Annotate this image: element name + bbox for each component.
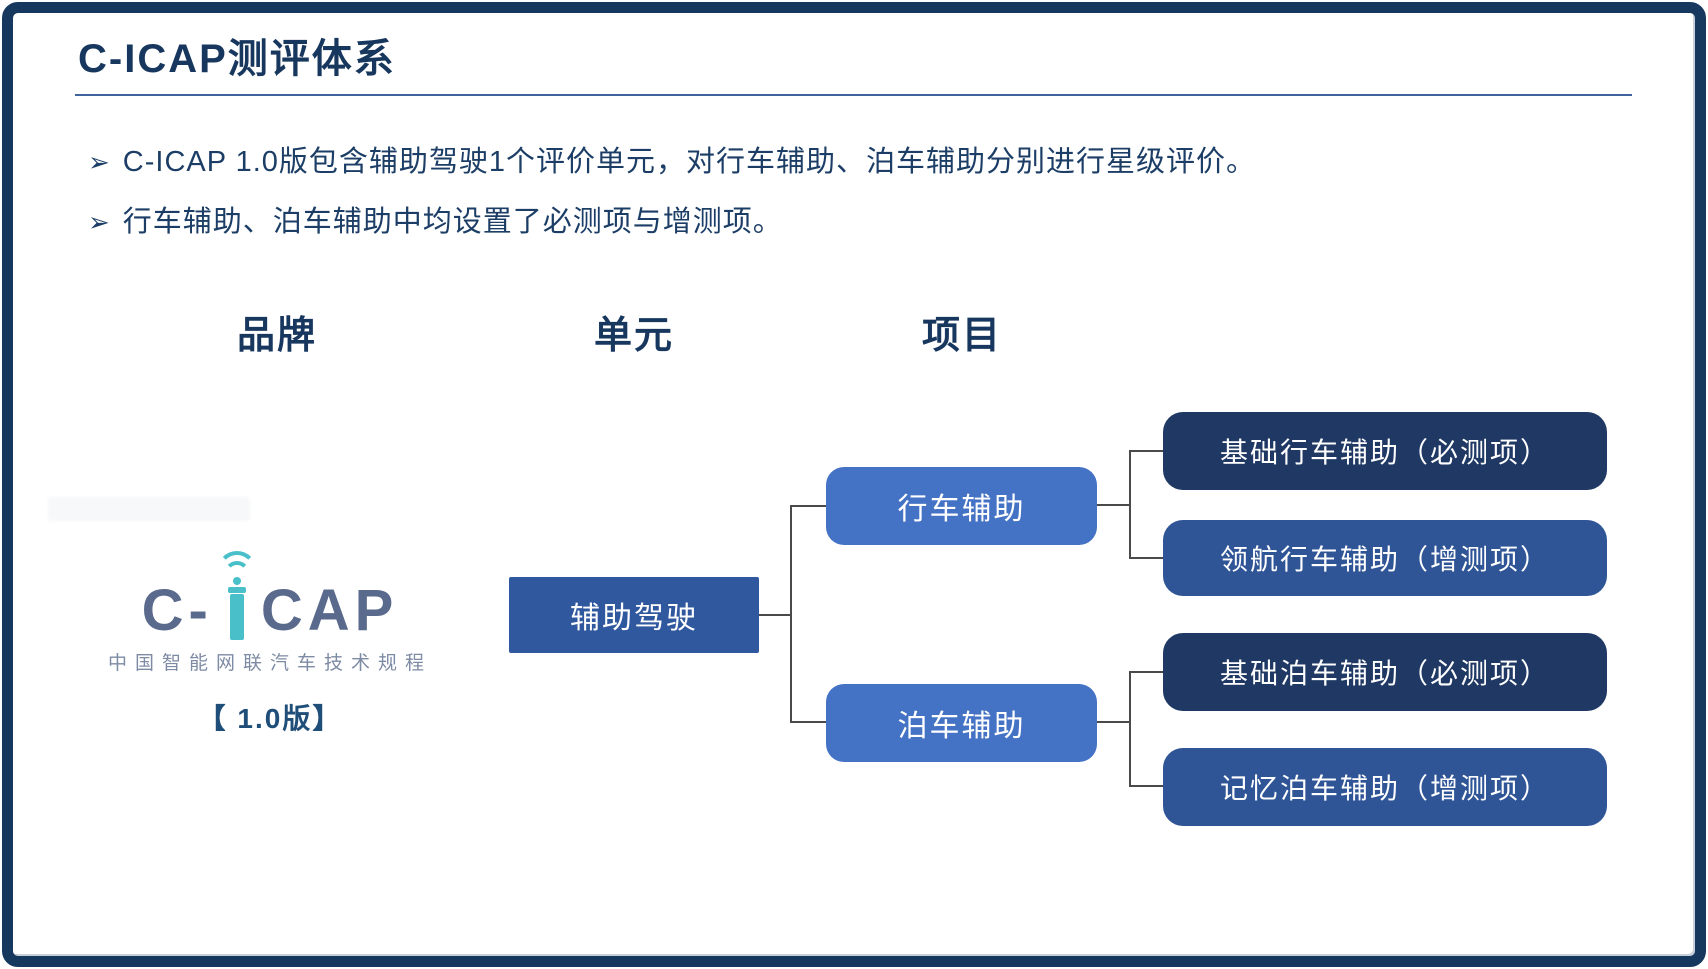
wifi-icon (216, 551, 257, 585)
page-title: C-ICAP测评体系 (78, 37, 396, 81)
node-parking-assist: 泊车辅助 (826, 684, 1097, 762)
node-driving-assist: 行车辅助 (826, 467, 1097, 545)
bullet-point-1: ➢ C-ICAP 1.0版包含辅助驾驶1个评价单元，对行车辅助、泊车辅助分别进行星… (88, 138, 1256, 180)
node-memory-parking-assist-optional: 记忆泊车辅助（增测项） (1163, 748, 1607, 826)
logo-stylized-i (216, 551, 257, 640)
logo-version: 【 1.0版】 (197, 703, 343, 734)
bullet-point-2: ➢ 行车辅助、泊车辅助中均设置了必测项与增测项。 (88, 198, 783, 240)
watermark (48, 497, 250, 521)
connector-trunk-to-park (790, 721, 827, 723)
title-divider (75, 94, 1632, 96)
bullet-arrow-icon: ➢ (88, 207, 111, 237)
connector-to-leaf2 (1129, 557, 1164, 559)
connector-drive-to-trunk (1097, 504, 1130, 506)
node-pilot-driving-assist-optional: 领航行车辅助（增测项） (1163, 520, 1607, 596)
cicap-logo: C- CAP 中国智能网联汽车技术规程 【 1.0版】 (100, 548, 440, 737)
connector-root-to-trunk (759, 614, 791, 616)
node-basic-driving-assist-required: 基础行车辅助（必测项） (1163, 412, 1607, 490)
connector-trunk-to-drive (790, 505, 827, 507)
column-header-brand: 品牌 (236, 315, 317, 357)
bullet-text-1: C-ICAP 1.0版包含辅助驾驶1个评价单元，对行车辅助、泊车辅助分别进行星级… (122, 146, 1257, 178)
bullet-arrow-icon: ➢ (88, 147, 111, 177)
connector-park-to-trunk (1097, 721, 1130, 723)
logo-text-right: CAP (260, 578, 399, 643)
node-assisted-driving: 辅助驾驶 (509, 577, 759, 653)
column-header-item: 项目 (921, 315, 1002, 357)
connector-to-leaf3 (1129, 671, 1164, 673)
bullet-text-2: 行车辅助、泊车辅助中均设置了必测项与增测项。 (122, 206, 783, 238)
logo-text-left: C- (141, 578, 213, 643)
logo-tagline: 中国智能网联汽车技术规程 (107, 653, 432, 674)
cicap-logo-wordmark: C- CAP (100, 548, 440, 640)
connector-left-trunk (790, 505, 792, 723)
connector-park-trunk (1129, 671, 1131, 787)
connector-drive-trunk (1129, 450, 1131, 559)
column-header-unit: 单元 (593, 315, 674, 357)
connector-to-leaf1 (1129, 450, 1164, 452)
connector-to-leaf4 (1129, 785, 1164, 787)
node-basic-parking-assist-required: 基础泊车辅助（必测项） (1163, 633, 1607, 711)
